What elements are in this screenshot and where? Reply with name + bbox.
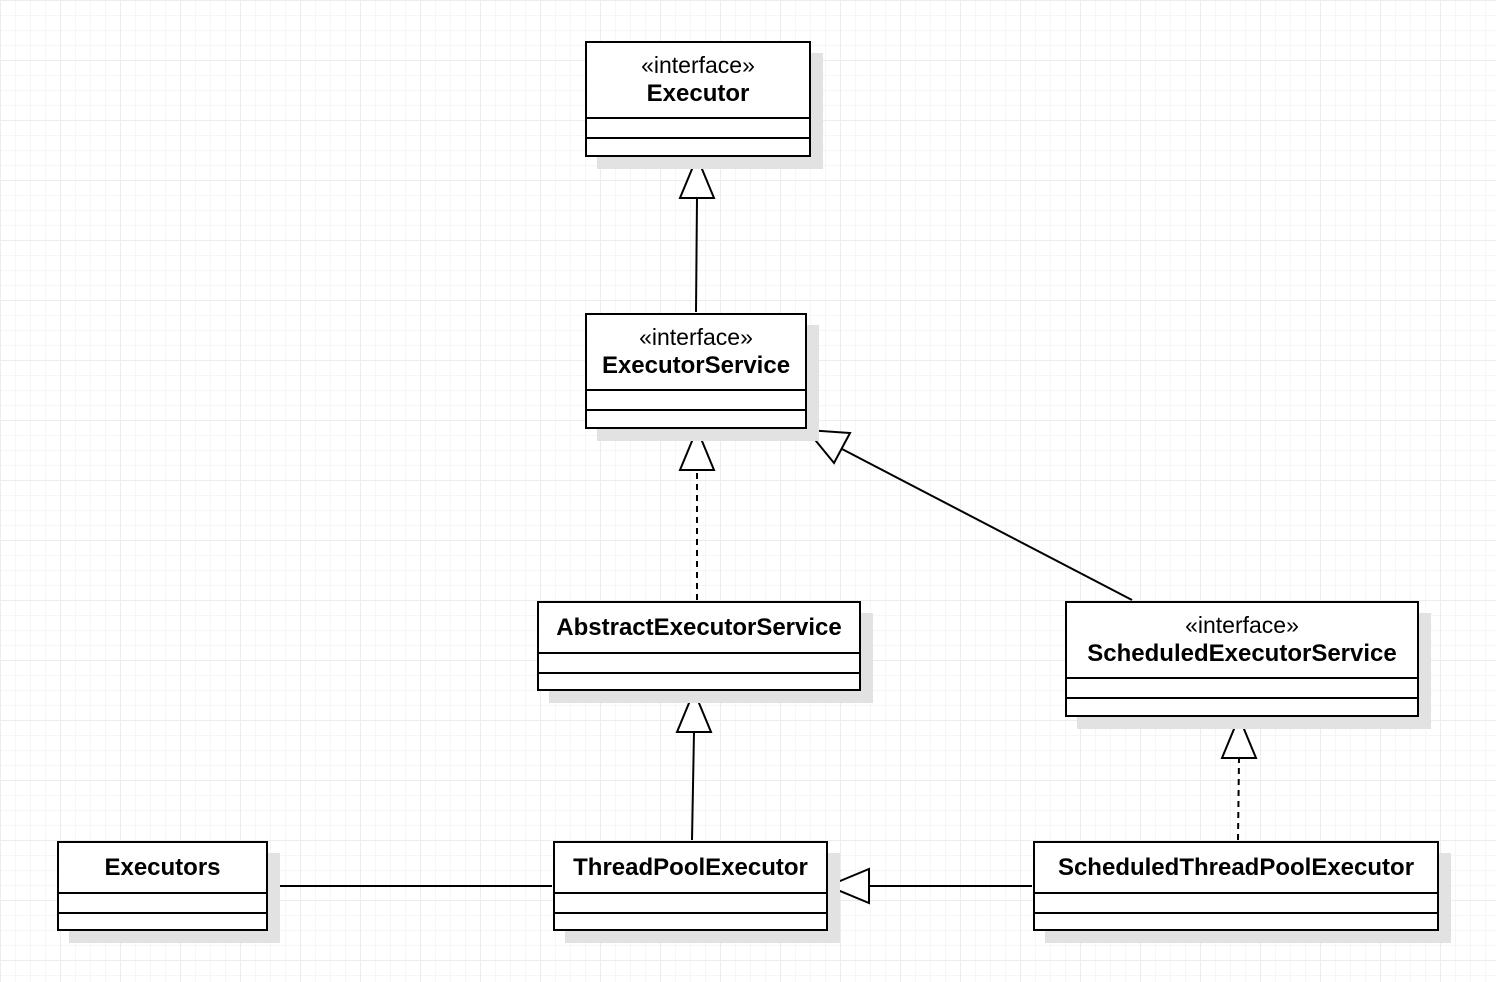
attributes-compartment [555, 894, 826, 914]
class-name: AbstractExecutorService [556, 613, 842, 641]
operations-compartment [587, 139, 809, 155]
operations-compartment [539, 674, 859, 689]
edge-threadpoolexecutor-abstractexecutorservice-arrowhead [675, 688, 713, 733]
operations-compartment [59, 914, 266, 929]
edge-scheduledexecutorservice-executorservice-arrowhead [804, 428, 852, 465]
class-executor-service[interactable]: «interface» ExecutorService [585, 313, 807, 429]
class-executor[interactable]: «interface» Executor [585, 41, 811, 157]
class-scheduled-thread-pool-executor[interactable]: ScheduledThreadPoolExecutor [1033, 841, 1439, 931]
class-header: «interface» Executor [587, 43, 809, 119]
attributes-compartment [587, 119, 809, 139]
attributes-compartment [587, 391, 805, 411]
class-name: Executor [646, 80, 750, 107]
attributes-compartment [1067, 679, 1417, 699]
class-header: ThreadPoolExecutor [555, 843, 826, 894]
edge-threadpoolexecutor-abstractexecutorservice [691, 731, 695, 841]
operations-compartment [587, 411, 805, 427]
class-header: ScheduledThreadPoolExecutor [1035, 843, 1437, 894]
class-executors[interactable]: Executors [57, 841, 268, 931]
stereotype-label: «interface» [641, 52, 755, 78]
stereotype-label: «interface» [1185, 612, 1299, 638]
edge-scheduledthreadpoolexecutor-scheduledexecutorservice [1237, 757, 1240, 841]
class-header: «interface» ScheduledExecutorService [1067, 603, 1417, 679]
class-scheduled-executor-service[interactable]: «interface» ScheduledExecutorService [1065, 601, 1419, 717]
edge-executorservice-executor-arrowhead [678, 154, 716, 199]
class-name: ExecutorService [601, 352, 791, 379]
class-name: ScheduledExecutorService [1087, 640, 1397, 667]
operations-compartment [1035, 914, 1437, 929]
edge-scheduledthreadpoolexecutor-scheduledexecutorservice-arrowhead [1220, 714, 1258, 759]
class-name: Executors [104, 853, 221, 881]
attributes-compartment [59, 894, 266, 914]
stereotype-label: «interface» [639, 324, 753, 350]
attributes-compartment [1035, 894, 1437, 914]
class-header: «interface» ExecutorService [587, 315, 805, 391]
class-abstract-executor-service[interactable]: AbstractExecutorService [537, 601, 861, 691]
operations-compartment [555, 914, 826, 929]
operations-compartment [1067, 699, 1417, 715]
edge-scheduledexecutorservice-executorservice [841, 448, 1133, 601]
edge-scheduledthreadpoolexecutor-threadpoolexecutor-arrowhead [825, 867, 870, 905]
attributes-compartment [539, 654, 859, 674]
class-name: ThreadPoolExecutor [573, 853, 808, 881]
class-header: Executors [59, 843, 266, 894]
class-thread-pool-executor[interactable]: ThreadPoolExecutor [553, 841, 828, 931]
edge-abstractexecutorservice-executorservice-arrowhead [678, 426, 716, 471]
class-name: ScheduledThreadPoolExecutor [1057, 853, 1415, 881]
edge-executorservice-executor [695, 197, 698, 313]
class-header: AbstractExecutorService [539, 603, 859, 654]
